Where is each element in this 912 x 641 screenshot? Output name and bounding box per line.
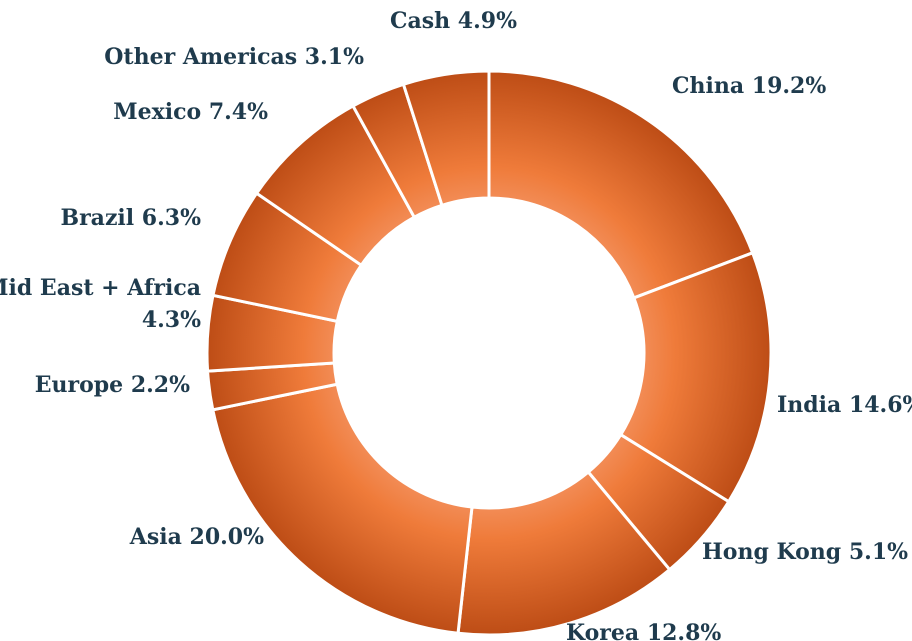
slice-asia	[211, 382, 474, 635]
slice-cash	[401, 69, 491, 208]
label-mexico: Mexico 7.4%	[113, 99, 268, 125]
slice-china	[487, 69, 755, 300]
label-china: China 19.2%	[672, 73, 826, 99]
label-hong-kong: Hong Kong 5.1%	[702, 539, 908, 565]
label-cash: Cash 4.9%	[390, 8, 517, 34]
label-europe: Europe 2.2%	[35, 372, 190, 398]
label-other-americas: Other Americas 3.1%	[104, 44, 364, 70]
slice-india	[618, 250, 773, 504]
slices-group	[205, 69, 773, 637]
label-korea: Korea 12.8%	[566, 620, 721, 641]
labels-group: China 19.2% India 14.6% Hong Kong 5.1% Kore…	[0, 8, 912, 641]
label-asia: Asia 20.0%	[129, 524, 264, 550]
label-brazil: Brazil 6.3%	[61, 205, 202, 231]
label-india: India 14.6%	[777, 392, 912, 418]
